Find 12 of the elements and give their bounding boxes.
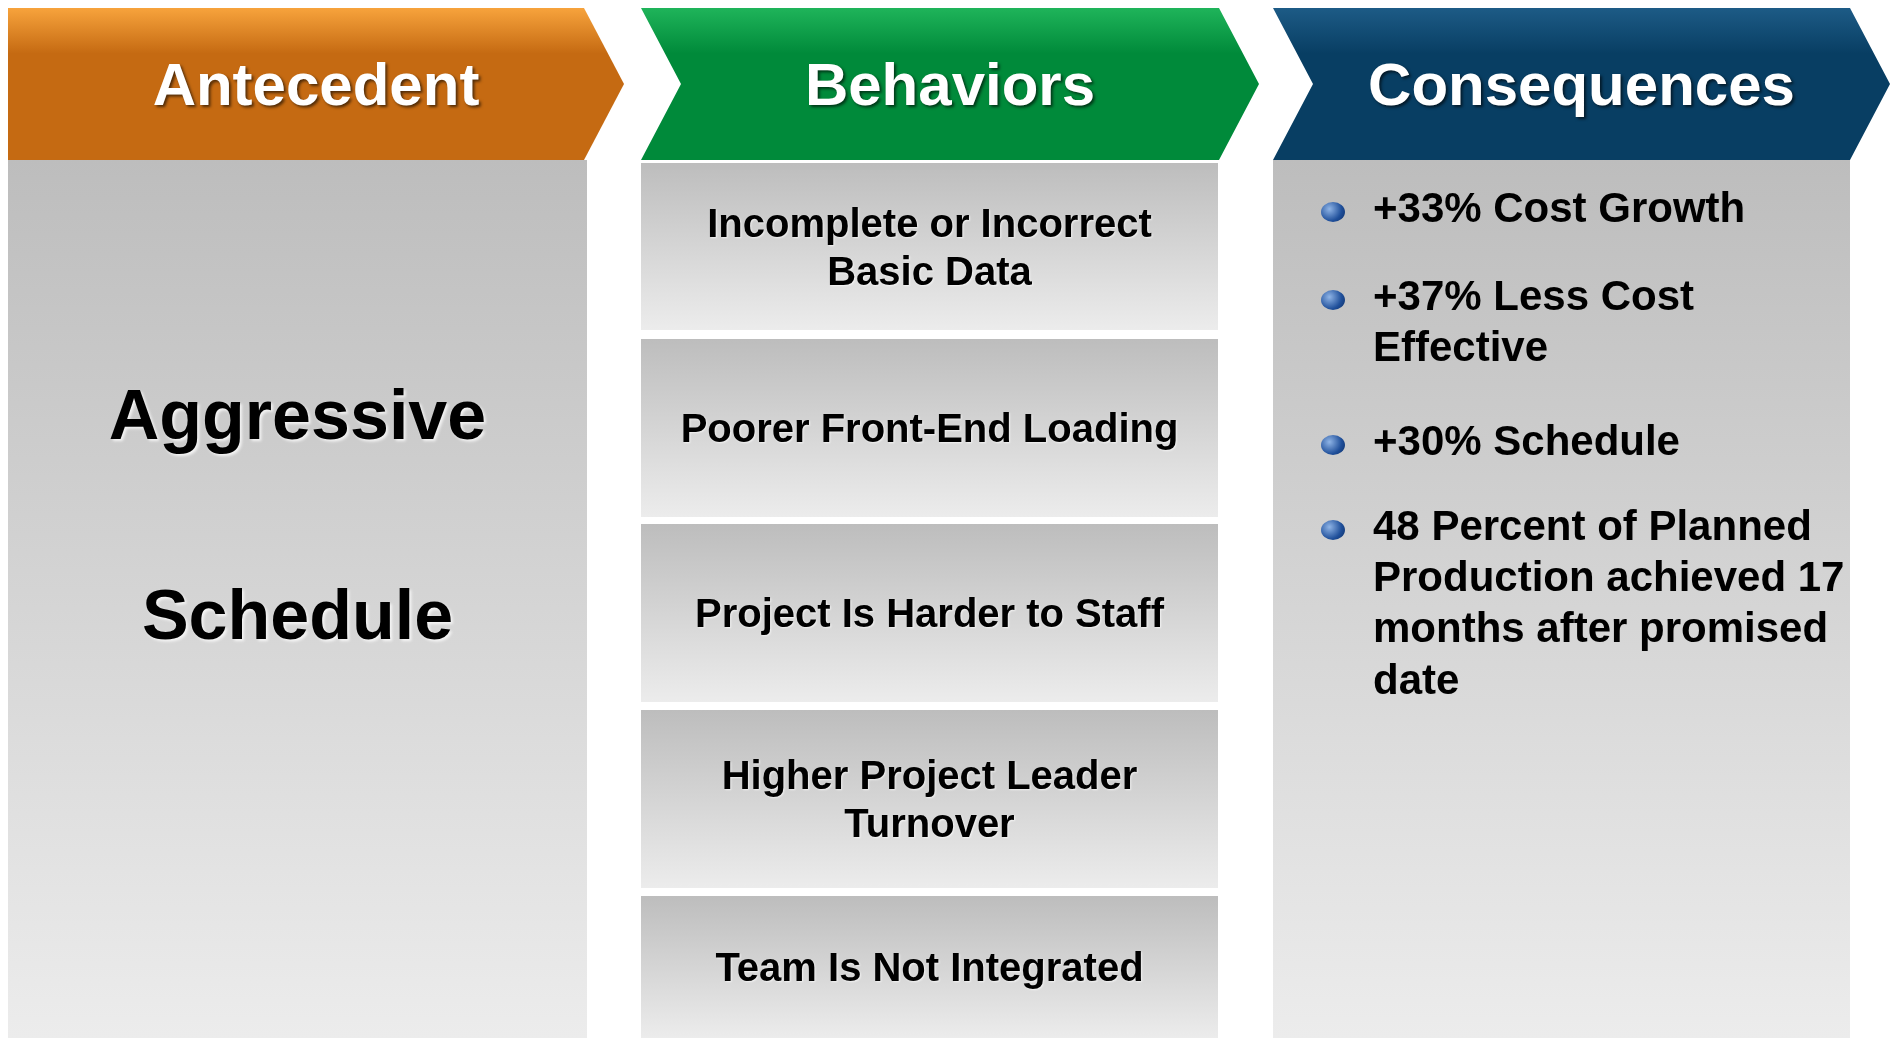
bullet-text: +33% Cost Growth <box>1373 183 1747 233</box>
behavior-box: Higher Project Leader Turnover <box>641 710 1218 888</box>
behavior-box: Project Is Harder to Staff <box>641 524 1218 702</box>
bullet-text: +37% Less Cost Effective <box>1373 271 1695 373</box>
bullet-text: 48 Percent of Planned Production achieved 17 months after promised date <box>1373 501 1846 705</box>
behavior-box: Incomplete or Incorrect Basic Data <box>641 163 1218 330</box>
behavior-box: Poorer Front-End Loading <box>641 339 1218 517</box>
chevron-banner: Consequences <box>1273 8 1890 160</box>
chevron-banner: Behaviors <box>641 8 1259 160</box>
bullet-text: +30% Schedule <box>1373 416 1681 466</box>
chevron-banner: Antecedent <box>8 8 624 160</box>
behavior-box: Team Is Not Integrated <box>641 896 1218 1038</box>
